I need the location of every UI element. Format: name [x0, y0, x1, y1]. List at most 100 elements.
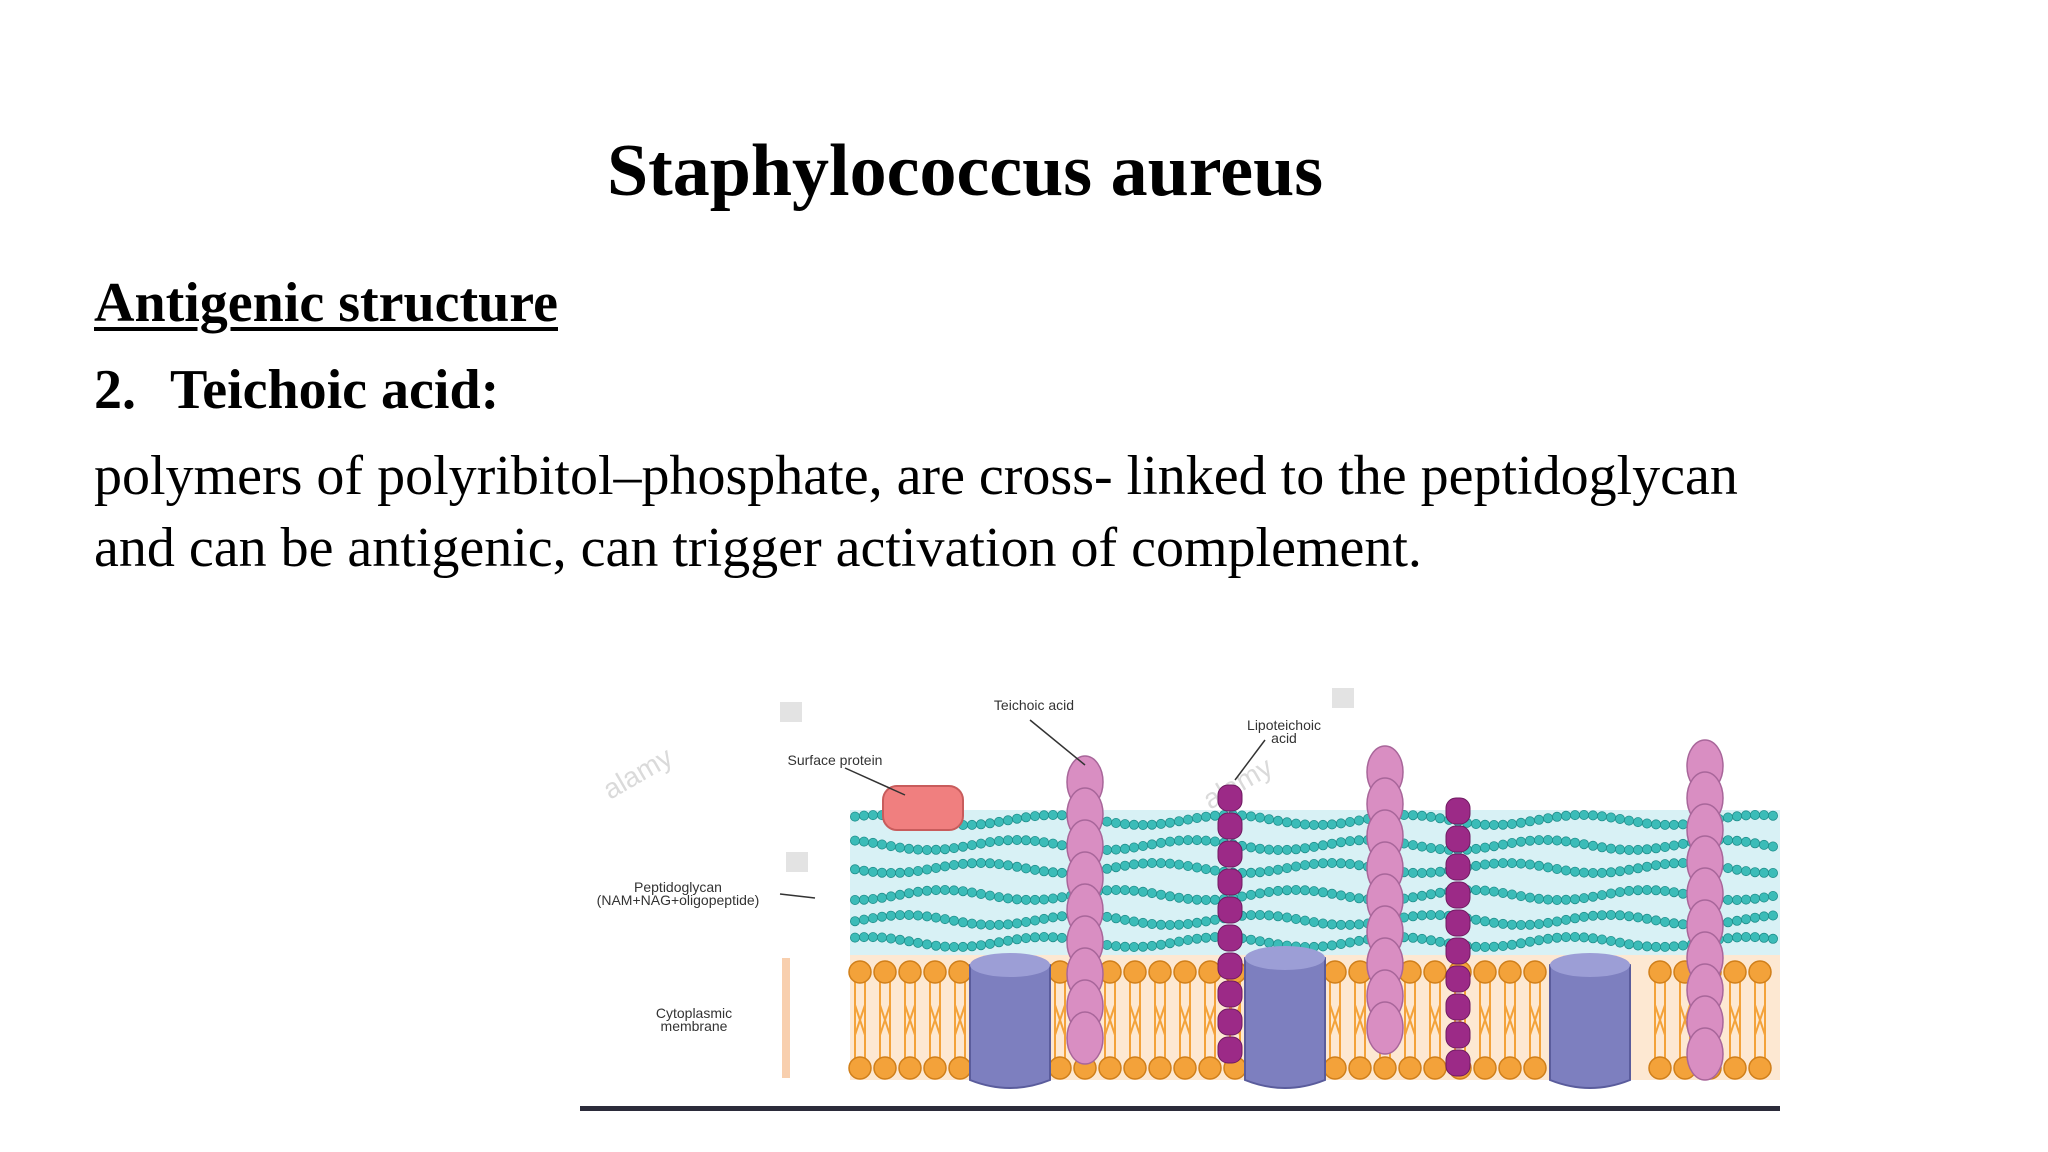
peptidoglycan-bead [1354, 860, 1365, 871]
peptidoglycan-bead [1264, 910, 1275, 921]
peptidoglycan-bead [1038, 913, 1049, 924]
peptidoglycan-bead [1471, 914, 1482, 925]
peptidoglycan-bead [993, 937, 1004, 948]
peptidoglycan-bead [1642, 884, 1653, 895]
lipid-head [1723, 1056, 1747, 1080]
peptidoglycan-bead [1192, 917, 1203, 928]
peptidoglycan-bead [1408, 932, 1419, 943]
peptidoglycan-bead [930, 862, 941, 873]
peptidoglycan-bead [1273, 885, 1284, 896]
lipoteichoic-acid-unit [1445, 881, 1471, 909]
peptidoglycan-bead [1642, 913, 1653, 924]
peptidoglycan-bead [1660, 885, 1671, 896]
peptidoglycan-bead [1129, 916, 1140, 927]
peptidoglycan-bead [1534, 860, 1545, 871]
peptidoglycan-bead [1129, 885, 1140, 896]
peptidoglycan-bead [1047, 893, 1058, 904]
lipid-head [898, 1056, 922, 1080]
peptidoglycan-bead [1309, 841, 1320, 852]
watermark-badge [1332, 688, 1354, 708]
peptidoglycan-bead [1165, 836, 1176, 847]
peptidoglycan-bead [1678, 888, 1689, 899]
lipoteichoic-acid-unit [1445, 825, 1471, 853]
peptidoglycan-bead [1147, 819, 1158, 830]
peptidoglycan-bead [1651, 941, 1662, 952]
peptidoglycan-bead [975, 940, 986, 951]
peptidoglycan-bead [1318, 941, 1329, 952]
peptidoglycan-bead [1345, 937, 1356, 948]
peptidoglycan-bead [1047, 912, 1058, 923]
peptidoglycan-bead [1759, 867, 1770, 878]
peptidoglycan-bead [1543, 813, 1554, 824]
peptidoglycan-bead [1741, 894, 1752, 905]
peptidoglycan-bead [1327, 819, 1338, 830]
lipid-tail [1404, 1004, 1416, 1036]
peptidoglycan-bead [1020, 812, 1031, 823]
peptidoglycan-bead [1300, 819, 1311, 830]
peptidoglycan-bead [1723, 917, 1734, 928]
peptidoglycan-bead [1543, 834, 1554, 845]
peptidoglycan-bead [1678, 838, 1689, 849]
peptidoglycan-bead [1759, 932, 1770, 943]
peptidoglycan-bead [1768, 810, 1779, 821]
peptidoglycan-bead [1165, 817, 1176, 828]
peptidoglycan-bead [1471, 818, 1482, 829]
peptidoglycan-bead [1345, 891, 1356, 902]
peptidoglycan-bead [1056, 867, 1067, 878]
peptidoglycan-bead [1408, 810, 1419, 821]
lipoteichoic-acid-unit [1445, 1021, 1471, 1049]
peptidoglycan-bead [939, 844, 950, 855]
peptidoglycan-bead [858, 914, 869, 925]
lipid-head [1373, 1056, 1397, 1080]
peptidoglycan-bead [1606, 909, 1617, 920]
peptidoglycan-bead [1129, 842, 1140, 853]
peptidoglycan-bead [1579, 911, 1590, 922]
peptidoglycan-bead [1020, 916, 1031, 927]
peptidoglycan-bead [1588, 867, 1599, 878]
peptidoglycan-bead [1597, 867, 1608, 878]
peptidoglycan-bead [1327, 940, 1338, 951]
peptidoglycan-bead [1138, 941, 1149, 952]
peptidoglycan-bead [1642, 861, 1653, 872]
peptidoglycan-bead [1120, 914, 1131, 925]
lipid-head [1148, 1056, 1172, 1080]
peptidoglycan-bead [1516, 836, 1527, 847]
peptidoglycan-bead [1579, 893, 1590, 904]
peptidoglycan-bead [975, 919, 986, 930]
lipid-head [1123, 1056, 1147, 1080]
lipid-tail [1504, 1004, 1516, 1036]
peptidoglycan-bead [1264, 814, 1275, 825]
peptidoglycan-bead [1606, 935, 1617, 946]
peptidoglycan-bead [1669, 887, 1680, 898]
slide-title: Staphylococcus aureus [606, 130, 1324, 212]
lipoteichoic-acid-unit [1217, 1008, 1243, 1036]
label-surface-protein: Surface protein [788, 752, 883, 768]
peptidoglycan-bead [984, 890, 995, 901]
lipoteichoic-acid-unit [1217, 980, 1243, 1008]
peptidoglycan-bead [1318, 887, 1329, 898]
peptidoglycan-bead [1300, 860, 1311, 871]
lipid-head [1423, 1056, 1447, 1080]
watermark-badge [780, 702, 802, 722]
peptidoglycan-bead [1534, 893, 1545, 904]
peptidoglycan-bead [1660, 819, 1671, 830]
peptidoglycan-bead [867, 932, 878, 943]
peptidoglycan-bead [1498, 940, 1509, 951]
peptidoglycan-bead [1327, 888, 1338, 899]
peptidoglycan-bead [1255, 909, 1266, 920]
peptidoglycan-bead [1678, 940, 1689, 951]
peptidoglycan-bead [1543, 862, 1554, 873]
peptidoglycan-bead [1633, 940, 1644, 951]
peptidoglycan-bead [1336, 837, 1347, 848]
peptidoglycan-bead [948, 843, 959, 854]
peptidoglycan-bead [1579, 809, 1590, 820]
peptidoglycan-bead [930, 885, 941, 896]
lipoteichoic-acid-unit [1217, 896, 1243, 924]
peptidoglycan-bead [876, 867, 887, 878]
lipid-head [1748, 960, 1772, 984]
peptidoglycan-bead [1570, 837, 1581, 848]
peptidoglycan-bead [1480, 941, 1491, 952]
peptidoglycan-bead [912, 937, 923, 948]
lipid-head [848, 1056, 872, 1080]
peptidoglycan-bead [966, 819, 977, 830]
